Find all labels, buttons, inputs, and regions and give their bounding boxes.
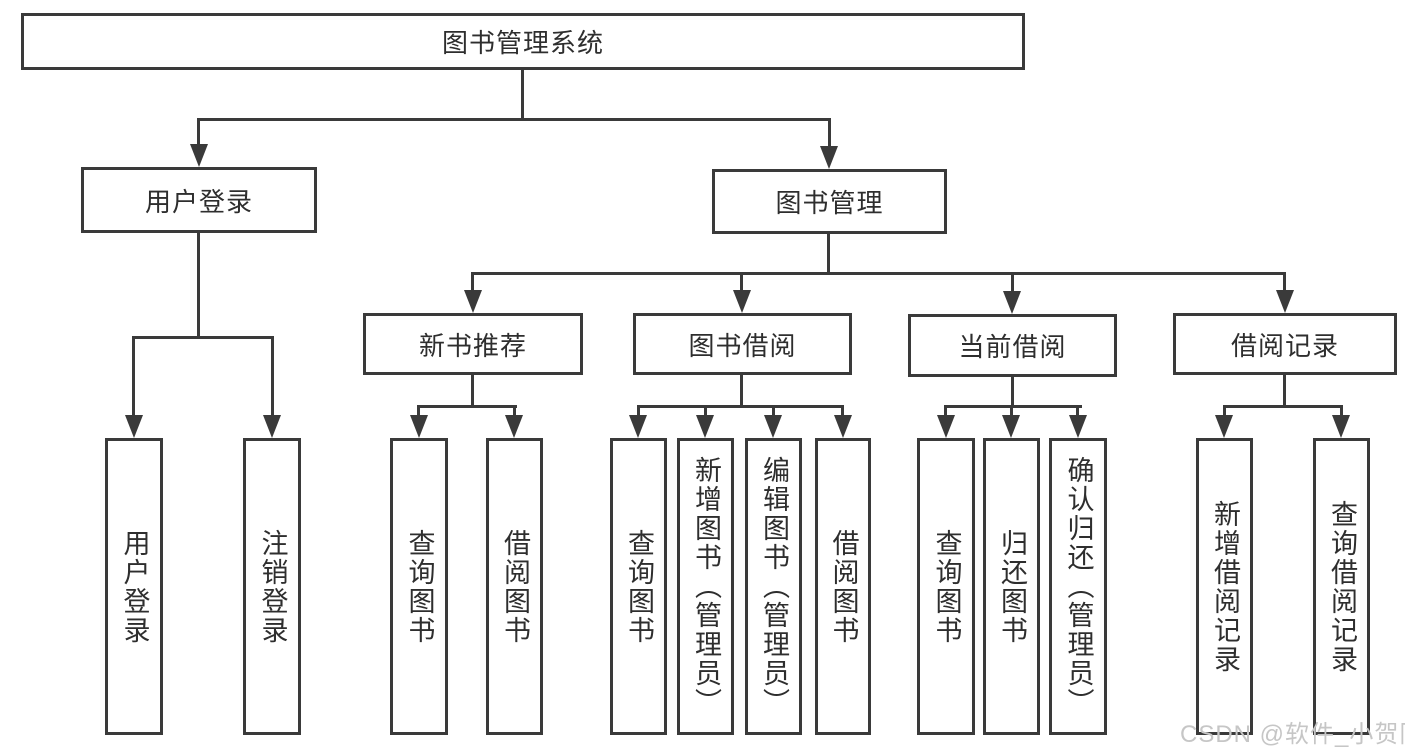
leaf-borrow-books-recommend: 借阅图书 [486, 438, 543, 735]
leaf-borrow-books: 借阅图书 [815, 438, 871, 735]
node-book-management: 图书管理 [712, 169, 947, 234]
arrowhead-borrow-records [1276, 290, 1294, 313]
arrowhead-currentborrow-c3 [1069, 415, 1087, 438]
connector-bookmgmt-drop [827, 234, 830, 275]
arrowhead-currentborrow-c1 [937, 415, 955, 438]
connector-newbook-drop [471, 375, 474, 408]
connector-to-book-mgmt [828, 118, 831, 148]
connector-rail-level2 [197, 118, 831, 121]
connector-currentborrow-c2 [1010, 405, 1013, 417]
connector-records-c2 [1340, 405, 1343, 417]
leaf-query-books-recommend: 查询图书 [390, 438, 448, 735]
connector-bookborrow-c2 [704, 405, 707, 417]
arrowhead-current-borrow [1003, 291, 1021, 314]
arrowhead-new-book [464, 290, 482, 313]
node-root-library-system: 图书管理系统 [21, 13, 1025, 70]
leaf-add-books-admin: 新增图书（管理员） [677, 438, 734, 735]
connector-userlogin-drop [197, 232, 200, 339]
leaf-add-borrow-record: 新增借阅记录 [1196, 438, 1253, 735]
node-user-login: 用户登录 [81, 167, 317, 233]
leaf-return-books: 归还图书 [983, 438, 1040, 735]
leaf-query-borrow-record: 查询借阅记录 [1313, 438, 1370, 735]
connector-currentborrow-c1 [944, 405, 947, 417]
arrowhead-book-mgmt [820, 146, 838, 169]
leaf-confirm-return-admin: 确认归还（管理员） [1049, 438, 1107, 735]
arrowhead-user-login [190, 144, 208, 167]
node-book-borrow: 图书借阅 [633, 313, 852, 375]
connector-to-new-book [471, 272, 474, 292]
connector-newbook-c1 [417, 405, 420, 417]
connector-to-leaf-userlogin [132, 336, 135, 416]
connector-newbook-c2 [513, 405, 516, 417]
connector-bookborrow-c4 [841, 405, 844, 417]
connector-rail-bookborrow [637, 405, 844, 408]
connector-rail-records [1223, 405, 1343, 408]
connector-bookborrow-drop [740, 375, 743, 408]
arrowhead-currentborrow-c2 [1002, 415, 1020, 438]
leaf-logout: 注销登录 [243, 438, 301, 735]
leaf-edit-books-admin: 编辑图书（管理员） [745, 438, 802, 735]
arrowhead-bookborrow-c1 [629, 415, 647, 438]
connector-currentborrow-c3 [1076, 405, 1079, 417]
node-borrow-records: 借阅记录 [1173, 313, 1397, 375]
arrowhead-newbook-c2 [505, 415, 523, 438]
arrowhead-leaf-userlogin [125, 415, 143, 438]
arrowhead-leaf-logout [263, 415, 281, 438]
connector-bookborrow-c1 [637, 405, 640, 417]
arrowhead-bookborrow-c4 [834, 415, 852, 438]
connector-rail-level3 [471, 272, 1286, 275]
leaf-user-login: 用户登录 [105, 438, 163, 735]
connector-root-drop [521, 69, 524, 121]
arrowhead-records-c1 [1215, 415, 1233, 438]
arrowhead-newbook-c1 [410, 415, 428, 438]
connector-to-leaf-logout [271, 336, 274, 416]
connector-to-user-login [197, 118, 200, 146]
arrowhead-book-borrow [733, 290, 751, 313]
connector-to-borrow-records [1283, 272, 1286, 292]
connector-rail-newbook [417, 405, 517, 408]
node-current-borrow: 当前借阅 [908, 314, 1117, 377]
arrowhead-bookborrow-c2 [696, 415, 714, 438]
arrowhead-bookborrow-c3 [764, 415, 782, 438]
connector-to-book-borrow [740, 272, 743, 292]
leaf-query-books-current: 查询图书 [917, 438, 975, 735]
arrowhead-records-c2 [1332, 415, 1350, 438]
leaf-query-books-borrow: 查询图书 [610, 438, 667, 735]
node-new-book-recommend: 新书推荐 [363, 313, 583, 375]
connector-records-drop [1283, 375, 1286, 408]
connector-records-c1 [1223, 405, 1226, 417]
connector-rail-userlogin [133, 336, 274, 339]
connector-currentborrow-drop [1011, 377, 1014, 408]
connector-bookborrow-c3 [772, 405, 775, 417]
connector-rail-currentborrow [944, 405, 1082, 408]
csdn-watermark: CSDN @软件_小贺同学 [1180, 721, 1405, 747]
connector-to-current-borrow [1011, 272, 1014, 292]
